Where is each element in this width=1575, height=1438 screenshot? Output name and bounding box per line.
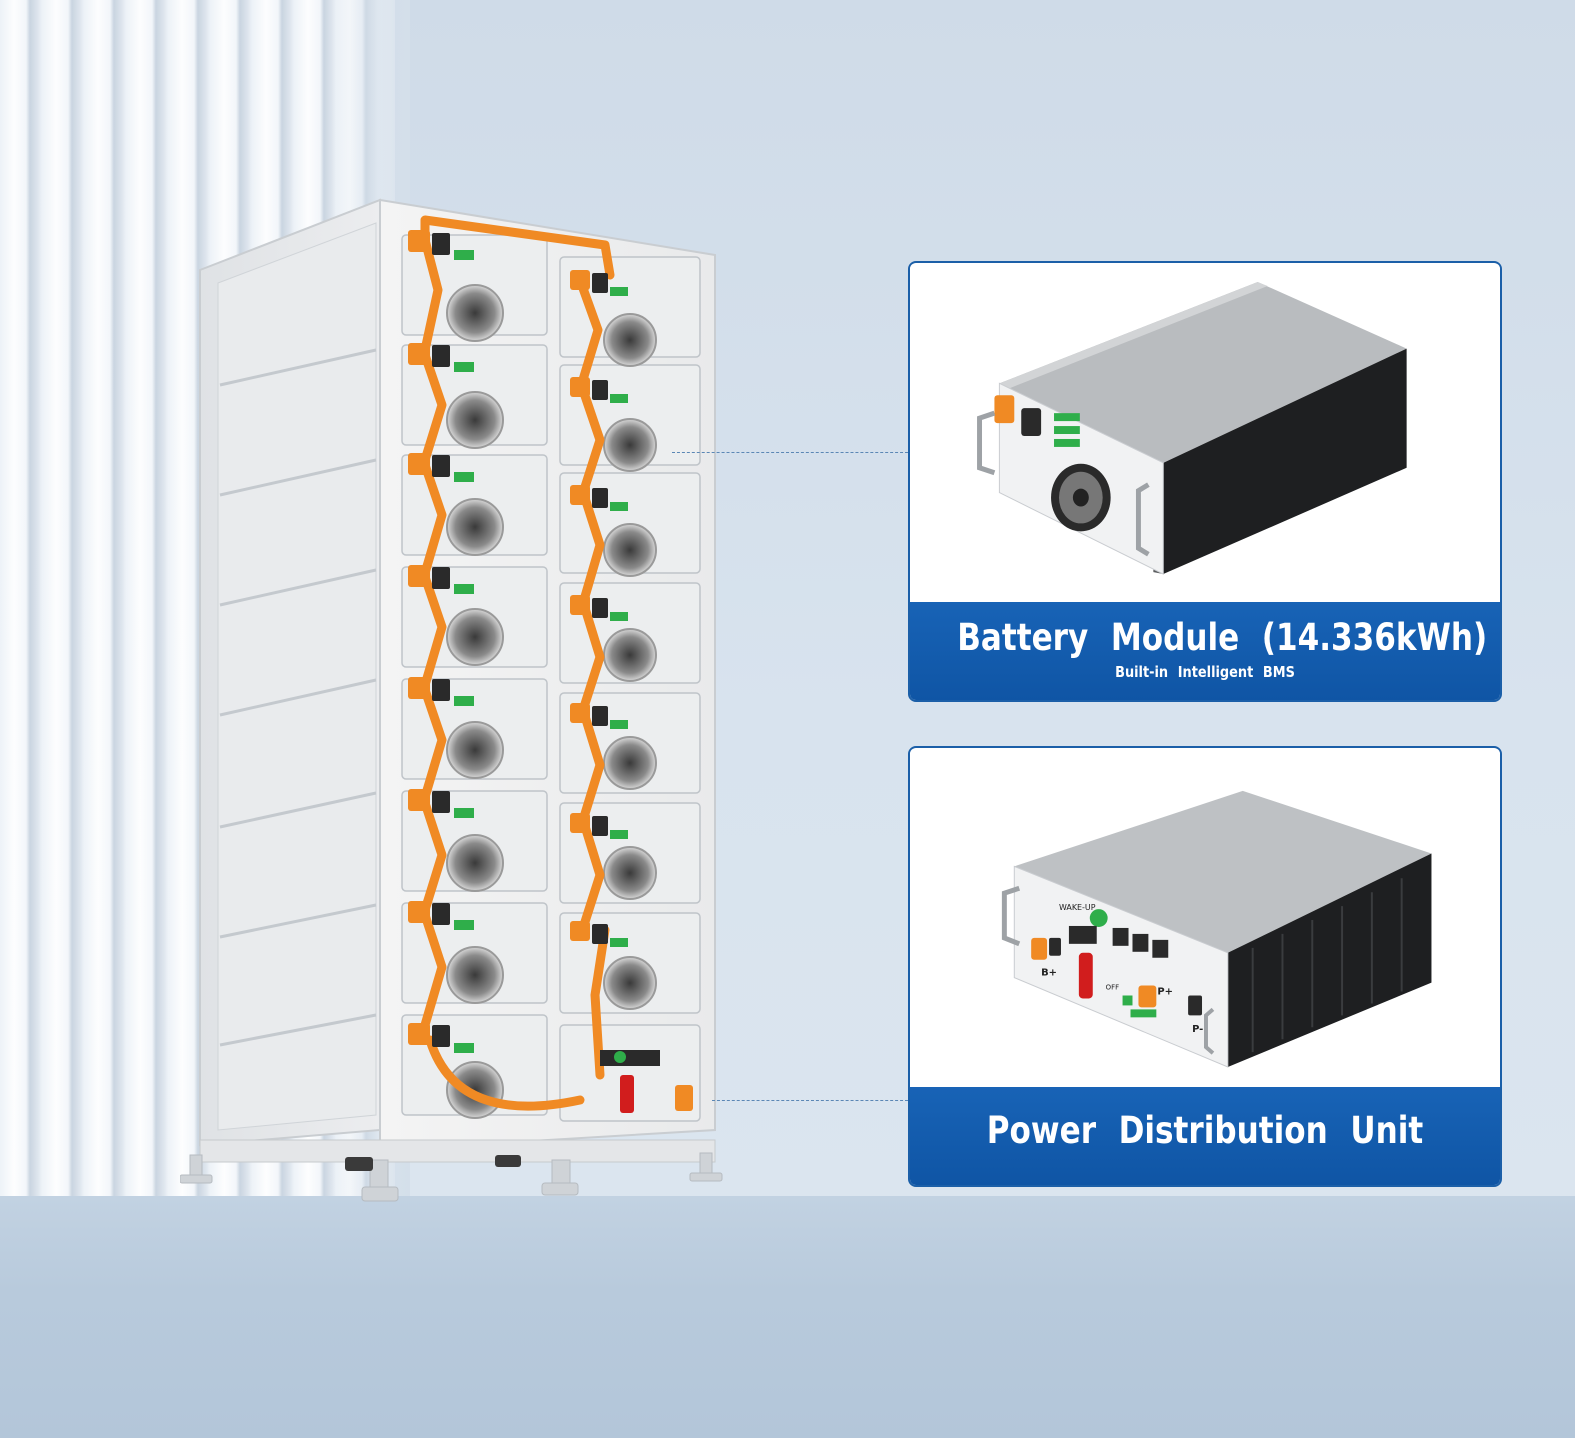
battery-module-title: Battery Module (14.336kWh)	[957, 616, 1488, 659]
battery-module-caption: Battery Module (14.336kWh) Built-in Inte…	[910, 602, 1500, 700]
off-label: OFF	[1106, 984, 1119, 992]
battery-module-image	[910, 264, 1500, 607]
pdu-callout: WAKE-UP B+ OFF P+ P- Power Distribution …	[908, 746, 1502, 1187]
p-plus-label: P+	[1157, 986, 1173, 997]
b-plus-label: B+	[1041, 968, 1057, 979]
wake-up-label: WAKE-UP	[1059, 903, 1096, 912]
leader-line-pdu	[712, 1100, 908, 1101]
p-minus-label: P-	[1192, 1024, 1203, 1035]
battery-module-subtitle: Built-in Intelligent BMS	[1115, 663, 1295, 681]
leader-line-battery-module	[672, 452, 908, 453]
floor	[0, 1196, 1575, 1438]
pdu-caption: Power Distribution Unit	[910, 1087, 1500, 1185]
battery-rack-illustration	[180, 198, 723, 1202]
pdu-title: Power Distribution Unit	[986, 1109, 1424, 1152]
pdu-image: WAKE-UP B+ OFF P+ P-	[910, 749, 1500, 1092]
battery-module-callout: Battery Module (14.336kWh) Built-in Inte…	[908, 261, 1502, 702]
